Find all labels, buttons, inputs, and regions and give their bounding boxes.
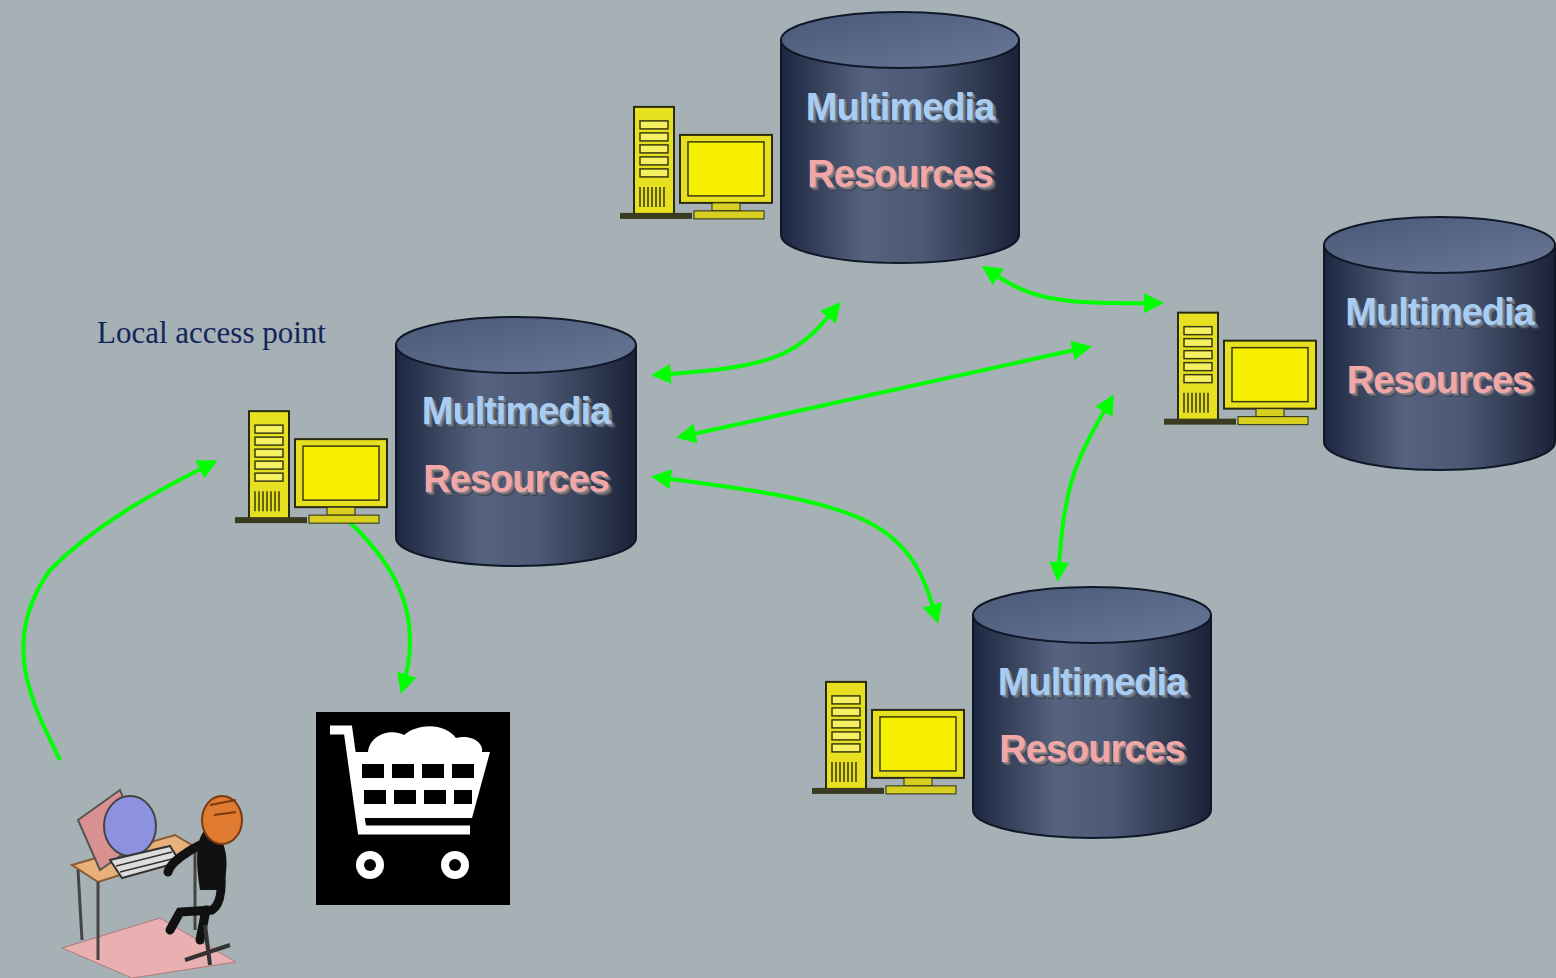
resource-text: Resources: [999, 729, 1184, 771]
cylinder-top: [973, 587, 1211, 643]
link-arrow: [985, 268, 1160, 303]
cylinder-top: [781, 12, 1019, 68]
database-shape: [618, 10, 1020, 265]
cylinder-body: [1324, 245, 1555, 470]
cylinder-body: [396, 345, 636, 566]
database-node: MultimediaResources: [810, 585, 1212, 840]
database-shape: [810, 585, 1212, 840]
resource-text: Resources: [807, 154, 992, 196]
link-arrow: [655, 305, 838, 375]
resource-text: Multimedia: [422, 391, 610, 433]
cylinder-body: [781, 40, 1019, 263]
database-node: Local access pointMultimediaResources: [233, 315, 637, 568]
link-arrow: [680, 347, 1088, 437]
database-node: MultimediaResources: [1162, 215, 1556, 472]
request-arrow: [23, 462, 214, 760]
computer-icon: [235, 411, 387, 523]
resource-text: Multimedia: [806, 87, 994, 129]
cylinder-body: [973, 615, 1211, 838]
computer-icon: [812, 682, 964, 794]
link-arrow: [655, 477, 937, 620]
cylinder-top: [1324, 217, 1555, 273]
resource-text: Resources: [423, 459, 608, 501]
database-shape: [233, 315, 637, 568]
resource-text: Resources: [1347, 360, 1532, 402]
cylinder-top: [396, 317, 636, 373]
computer-icon: [620, 107, 772, 219]
cart-icon: [316, 712, 510, 905]
resource-text: Multimedia: [998, 662, 1186, 704]
link-arrow: [1058, 398, 1112, 578]
node-heading: Local access point: [97, 315, 326, 350]
resource-text: Multimedia: [1345, 292, 1533, 334]
user-figure: [62, 790, 242, 978]
database-shape: [1162, 215, 1556, 472]
database-node: MultimediaResources: [618, 10, 1020, 265]
computer-icon: [1164, 313, 1316, 425]
